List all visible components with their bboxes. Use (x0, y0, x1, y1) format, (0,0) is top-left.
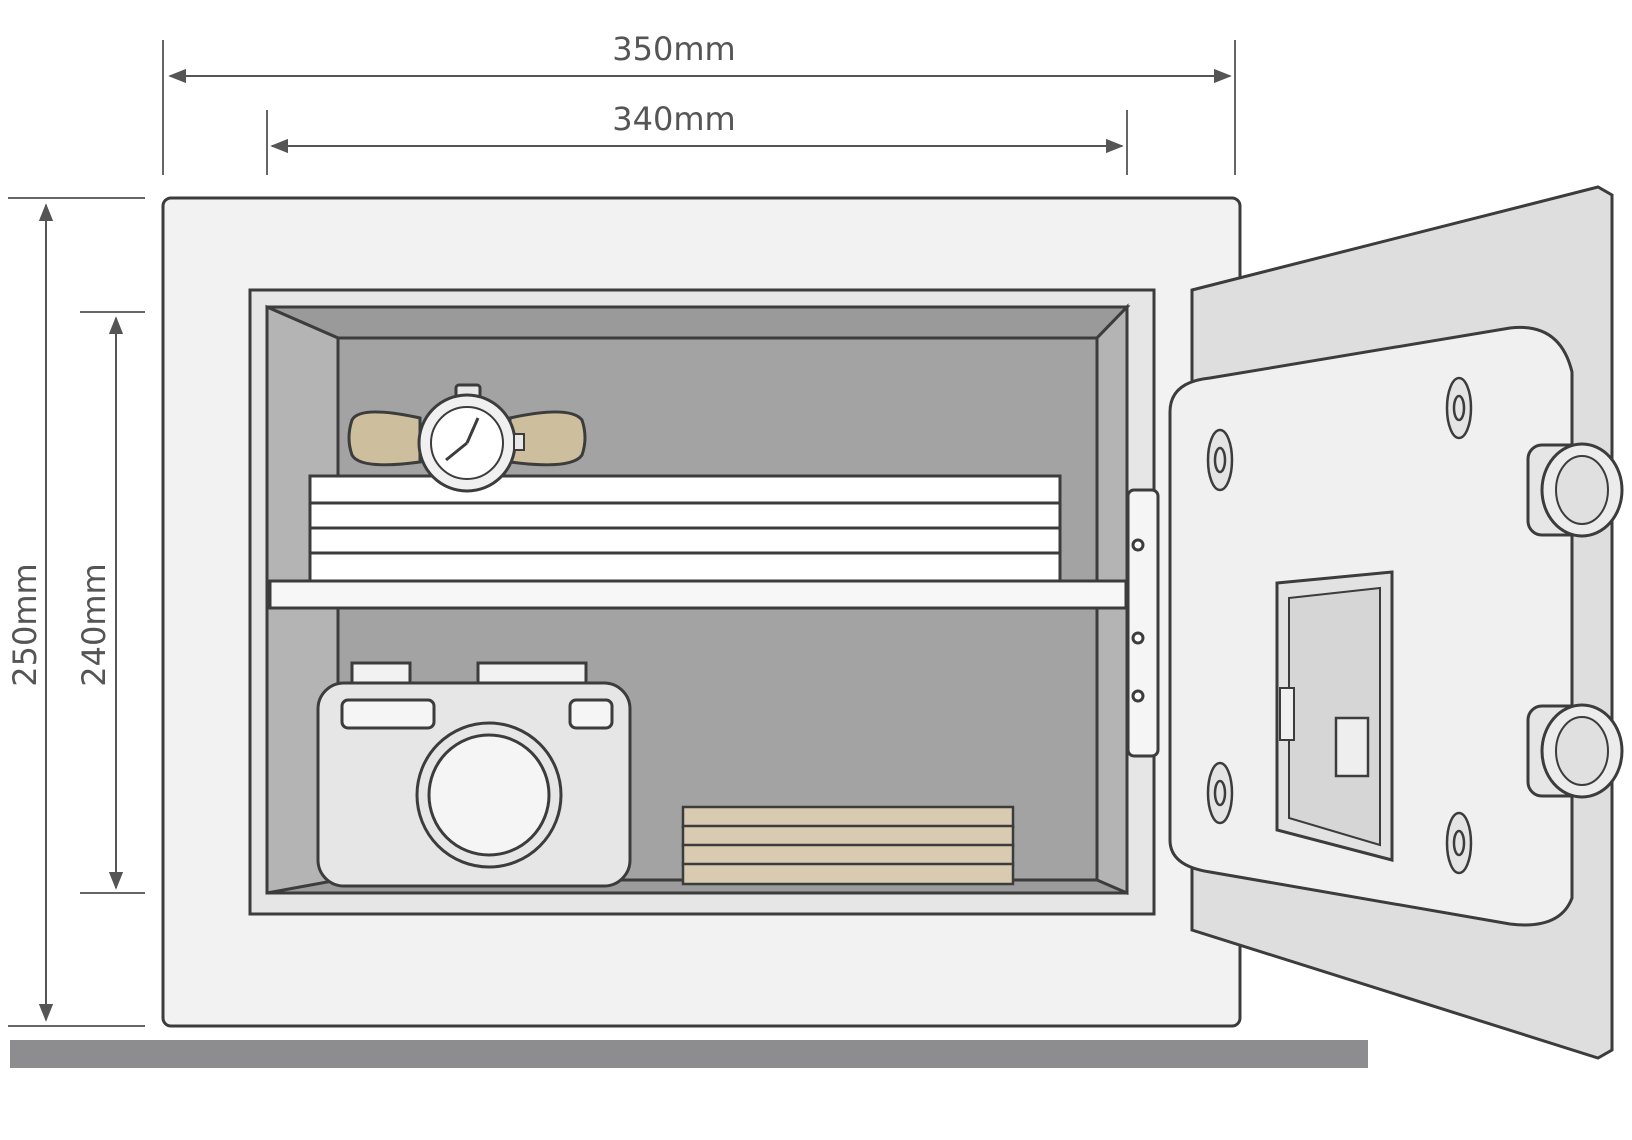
banknote-stack-icon (681, 805, 1015, 886)
safe-door (1168, 185, 1614, 1060)
inner-width-label: 340mm (612, 100, 735, 138)
hinge-icon (1126, 488, 1160, 758)
dimension-annotations (8, 40, 1236, 1027)
keypad-icon (1275, 570, 1394, 862)
floor-bar (10, 1040, 1368, 1068)
door-screws (1206, 376, 1473, 875)
outer-height-label: 250mm (6, 563, 44, 686)
documents-icon (308, 474, 1062, 583)
interior-shelf (268, 579, 1128, 610)
wristwatch-icon (347, 383, 587, 493)
locking-bolt-icon (1526, 442, 1624, 799)
camera-icon (316, 661, 632, 888)
outer-width-label: 350mm (612, 30, 735, 68)
inner-height-label: 240mm (75, 563, 113, 686)
